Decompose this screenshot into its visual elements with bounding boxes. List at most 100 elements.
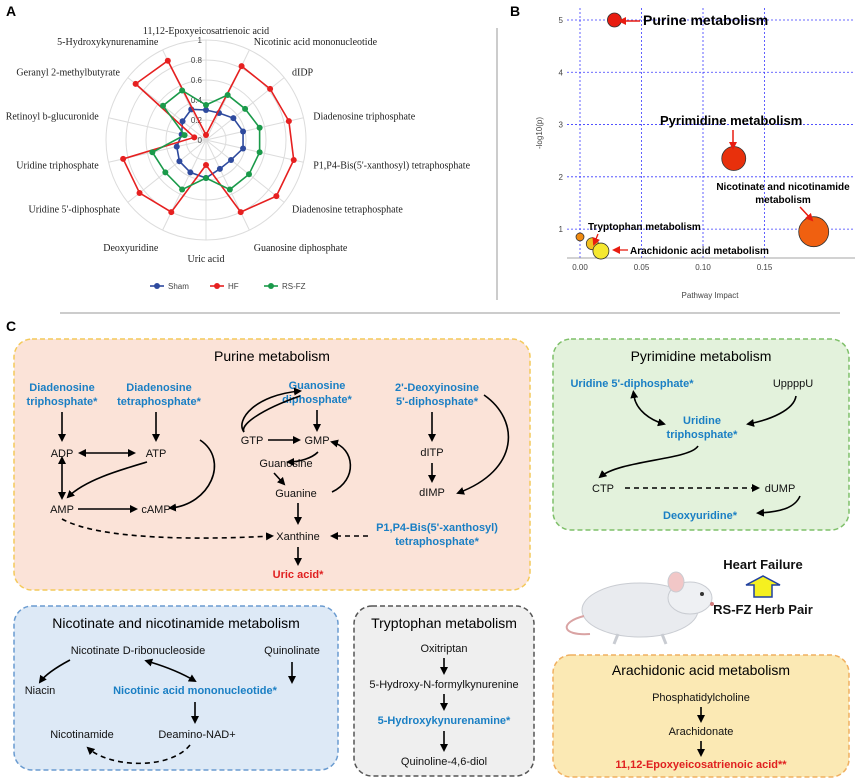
radar-point [224, 91, 231, 98]
hydroxykynurenamine-node: 5-Hydroxykynurenamine* [378, 715, 511, 727]
radar-point [240, 145, 247, 152]
radar-tick-label: 1 [198, 36, 203, 45]
y-tick-label: 3 [559, 121, 564, 130]
x-axis-title: Pathway Impact [682, 291, 740, 300]
deoxyinosine-label-2: 5'-diphosphate* [396, 396, 479, 408]
annotation-pyrimidine: Pyrimidine metabolism [660, 113, 802, 128]
radar-point [203, 102, 209, 108]
bubble-point [607, 12, 622, 28]
bubble-point [798, 216, 830, 248]
radar-tick-label: 0.6 [191, 76, 203, 85]
radar-tick-label: 0.8 [191, 56, 203, 65]
radar-spoke-label: Guanosine diphosphate [254, 243, 348, 254]
radar-point [230, 115, 237, 122]
radar-spoke [205, 139, 304, 163]
radar-point [149, 149, 156, 156]
x-tick-label: 0.10 [695, 263, 711, 272]
gmp-node: GMP [304, 435, 329, 447]
quinolinate-node: Quinolinate [264, 645, 320, 657]
ctp-node: CTP [592, 483, 614, 495]
y-tick-label: 1 [559, 225, 564, 234]
uric-acid-node: Uric acid* [273, 569, 324, 581]
radar-tick-label: 0 [198, 136, 203, 145]
xanthine-node: Xanthine [276, 531, 319, 543]
dump-node: dUMP [765, 483, 796, 495]
camp-node: cAMP [141, 504, 170, 516]
arachidonic-title: Arachidonic acid metabolism [612, 662, 790, 678]
atp-node: ATP [146, 448, 167, 460]
radar-point [273, 193, 280, 200]
radar-spoke-label: Uric acid [188, 254, 225, 265]
radar-tick-label: 0.4 [191, 96, 203, 105]
udp-node: Uridine 5'-diphosphate* [570, 378, 694, 390]
radar-spoke-label: Uridine 5'-diphosphate [28, 205, 120, 216]
guanosine-diphosphate-label-2: diphosphate* [282, 394, 352, 406]
namn-node: Nicotinic acid mononucleotide* [113, 685, 278, 697]
pyrimidine-metabolism-box: Pyrimidine metabolism Uridine 5'-diphosp… [552, 338, 850, 531]
nicotinamide-node: Nicotinamide [50, 729, 114, 741]
pyrimidine-arrows [598, 390, 801, 517]
radar-point [179, 186, 186, 193]
y-axis-title: -log10(p) [535, 117, 544, 149]
radar-point [228, 156, 235, 163]
radar-point [203, 107, 209, 113]
radar-point [120, 155, 127, 162]
guanine-node: Guanine [275, 488, 317, 500]
legend-label: Sham [168, 282, 189, 291]
eet-node: 11,12-Epoxyeicosatrienoic acid** [615, 759, 787, 771]
phosphatidylcholine-node: Phosphatidylcholine [652, 692, 750, 704]
radar-point [246, 171, 253, 178]
deoxyinosine-label-1: 2'-Deoxyinosine [395, 382, 479, 394]
utp-node-1: Uridine [683, 415, 721, 427]
bubble-point [721, 146, 747, 171]
radar-point [226, 186, 233, 193]
annotation-tryptophan: Tryptophan metabolism [588, 222, 701, 233]
radar-point [290, 157, 297, 164]
radar-point [240, 128, 247, 135]
panel-c-label: C [6, 318, 16, 334]
radar-point [187, 169, 194, 176]
legend-label: HF [228, 282, 239, 291]
radar-spoke [162, 139, 207, 231]
annotation-nicotinate-2: metabolism [755, 195, 811, 206]
nicotinate-title: Nicotinate and nicotinamide metabolism [52, 615, 299, 631]
arachidonic-metabolism-box: Arachidonic acid metabolism Phosphatidyl… [552, 654, 850, 778]
dimp-node: dIMP [419, 487, 445, 499]
amp-node: AMP [50, 504, 74, 516]
nicotinate-riboside-node: Nicotinate D-ribonucleoside [71, 645, 206, 657]
hfk-node: 5-Hydroxy-N-formylkynurenine [369, 679, 518, 691]
annotation-arachidonic: Arachidonic acid metabolism [630, 246, 769, 257]
radar-spoke-label: dIDP [292, 67, 314, 78]
p1p4-label-2: tetraphosphate* [395, 536, 479, 548]
radar-tick-label: 0.2 [191, 116, 203, 125]
radar-spoke-label: Nicotinic acid mononucleotide [254, 37, 378, 48]
nicotinate-arrows [38, 658, 296, 765]
radar-spoke-label: Uridine triphosphate [16, 160, 99, 171]
radar-point [179, 118, 186, 125]
radar-spoke-label: P1,P4-Bis(5'-xanthosyl) tetraphosphate [313, 160, 470, 171]
radar-point [176, 158, 183, 165]
heart-failure-label: Heart Failure [723, 557, 802, 572]
radar-spoke-label: Deoxyuridine [103, 243, 159, 254]
radar-point [179, 87, 186, 94]
gtp-node: GTP [241, 435, 264, 447]
radar-point [216, 165, 223, 172]
radar-spoke-label: 5-Hydroxykynurenamine [57, 37, 159, 48]
oxitriptan-node: Oxitriptan [420, 643, 467, 655]
annotation-arrow [799, 206, 814, 222]
radar-spoke-label: Retinoyl b-glucuronide [6, 112, 100, 123]
radar-spoke [205, 139, 285, 203]
diadenosine-triphosphate-label-2: triphosphate* [27, 396, 99, 408]
radar-point [191, 134, 198, 141]
annotation-nicotinate-1: Nicotinate and nicotinamide [716, 182, 850, 193]
rat-illustration [565, 571, 714, 645]
nicotinate-metabolism-box: Nicotinate and nicotinamide metabolism N… [13, 605, 339, 771]
panel-b-label: B [510, 3, 520, 19]
niacin-node: Niacin [25, 685, 56, 697]
deoxyuridine-node: Deoxyuridine* [663, 510, 738, 522]
radar-spoke-label: Diadenosine tetraphosphate [292, 205, 403, 216]
radar-spoke-label: Geranyl 2-methylbutyrate [16, 67, 120, 78]
y-tick-label: 2 [559, 173, 564, 182]
pyrimidine-title: Pyrimidine metabolism [631, 348, 772, 364]
